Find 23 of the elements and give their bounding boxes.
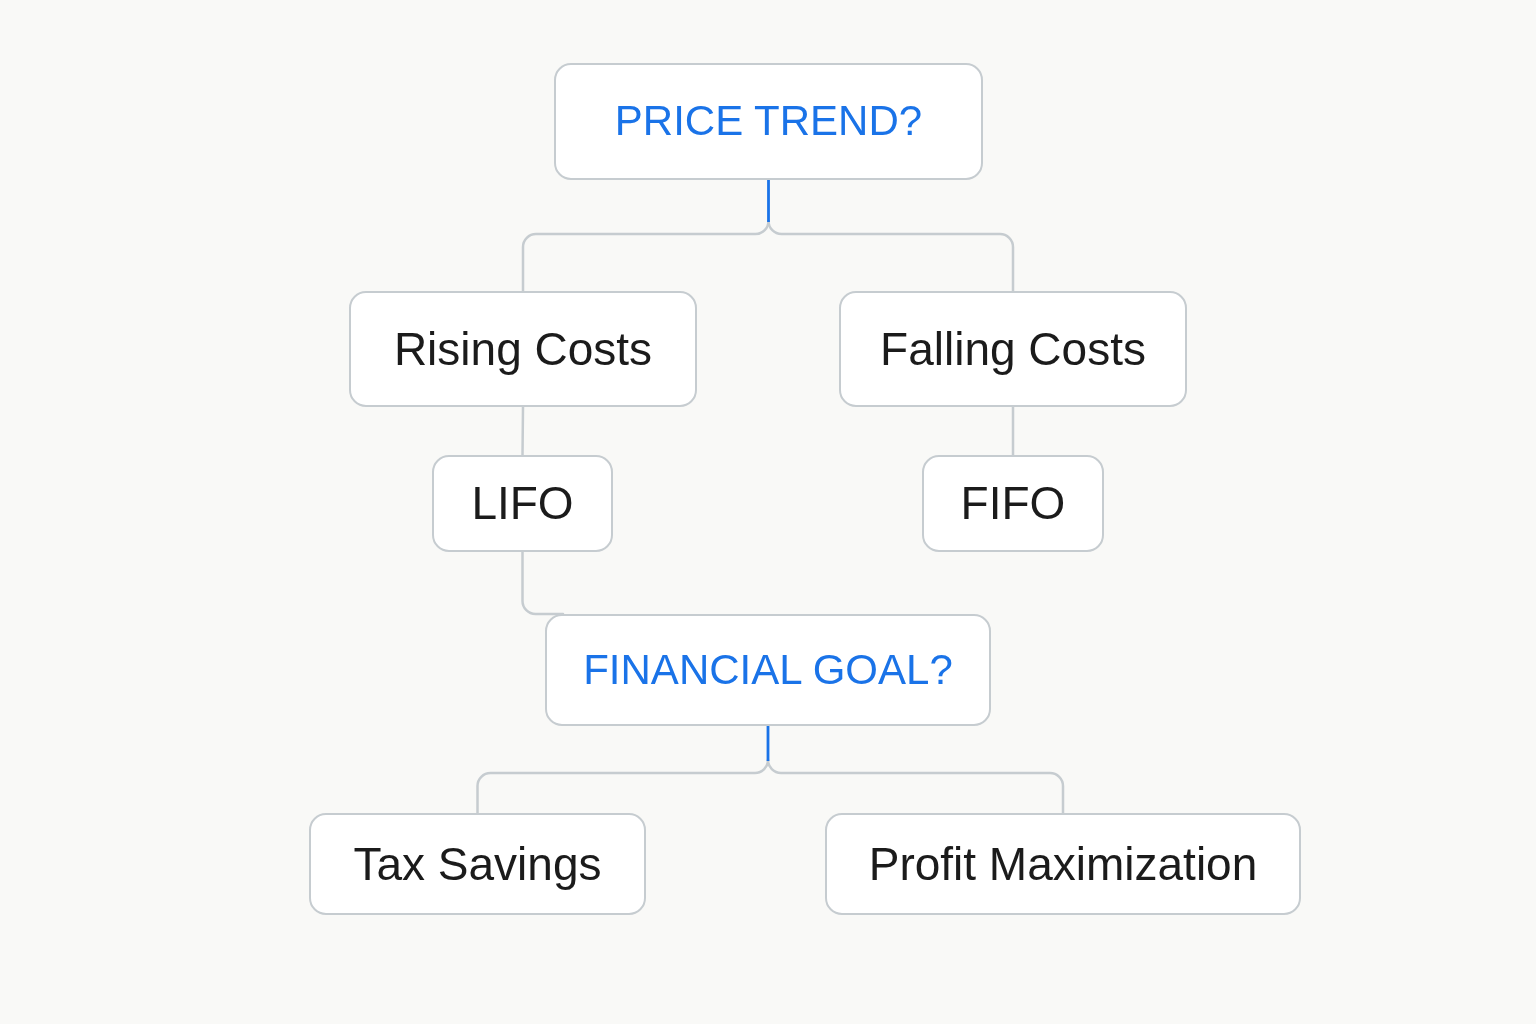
process-box (432, 455, 613, 552)
node-label: FINANCIAL GOAL? (583, 645, 953, 695)
decision-box (554, 63, 983, 180)
node-label: Rising Costs (393, 322, 653, 376)
node-label: Profit Maximization (868, 837, 1258, 891)
connector-line (521, 405, 525, 457)
process-box (922, 455, 1104, 552)
connector-line (766, 758, 1065, 815)
node-label: FIFO (960, 477, 1066, 530)
process-box (309, 813, 646, 915)
connector-line (521, 550, 565, 616)
process-box (825, 813, 1301, 915)
decision-box (545, 614, 991, 726)
connector-line (767, 219, 1015, 293)
node-label: PRICE TREND? (614, 97, 923, 146)
process-box (839, 291, 1187, 407)
node-label: Tax Savings (353, 837, 602, 891)
connector-trunk (766, 726, 770, 761)
connector-trunk (767, 180, 770, 222)
process-box (349, 291, 697, 407)
node-label: Falling Costs (880, 322, 1146, 376)
node-label: LIFO (471, 477, 574, 530)
connector-line (1011, 405, 1015, 457)
